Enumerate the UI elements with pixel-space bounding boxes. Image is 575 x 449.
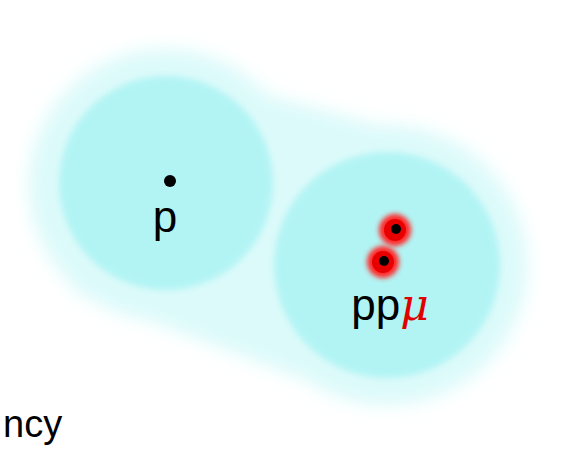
atom-shape — [55, 72, 277, 294]
hydrogen-atom: p — [55, 72, 277, 294]
proton-dot — [164, 175, 176, 187]
atom-cloud — [59, 76, 273, 290]
atom-cloud — [274, 152, 500, 378]
muon-cloud-proton — [379, 214, 411, 246]
particle-label: ppμ — [351, 283, 429, 327]
cut-off-slide-text: ncy — [3, 405, 62, 443]
particle-label: p — [153, 195, 177, 239]
muon-cloud-proton — [367, 246, 399, 278]
atom-shape — [270, 148, 504, 382]
muonic-molecule: ppμ — [270, 148, 504, 382]
